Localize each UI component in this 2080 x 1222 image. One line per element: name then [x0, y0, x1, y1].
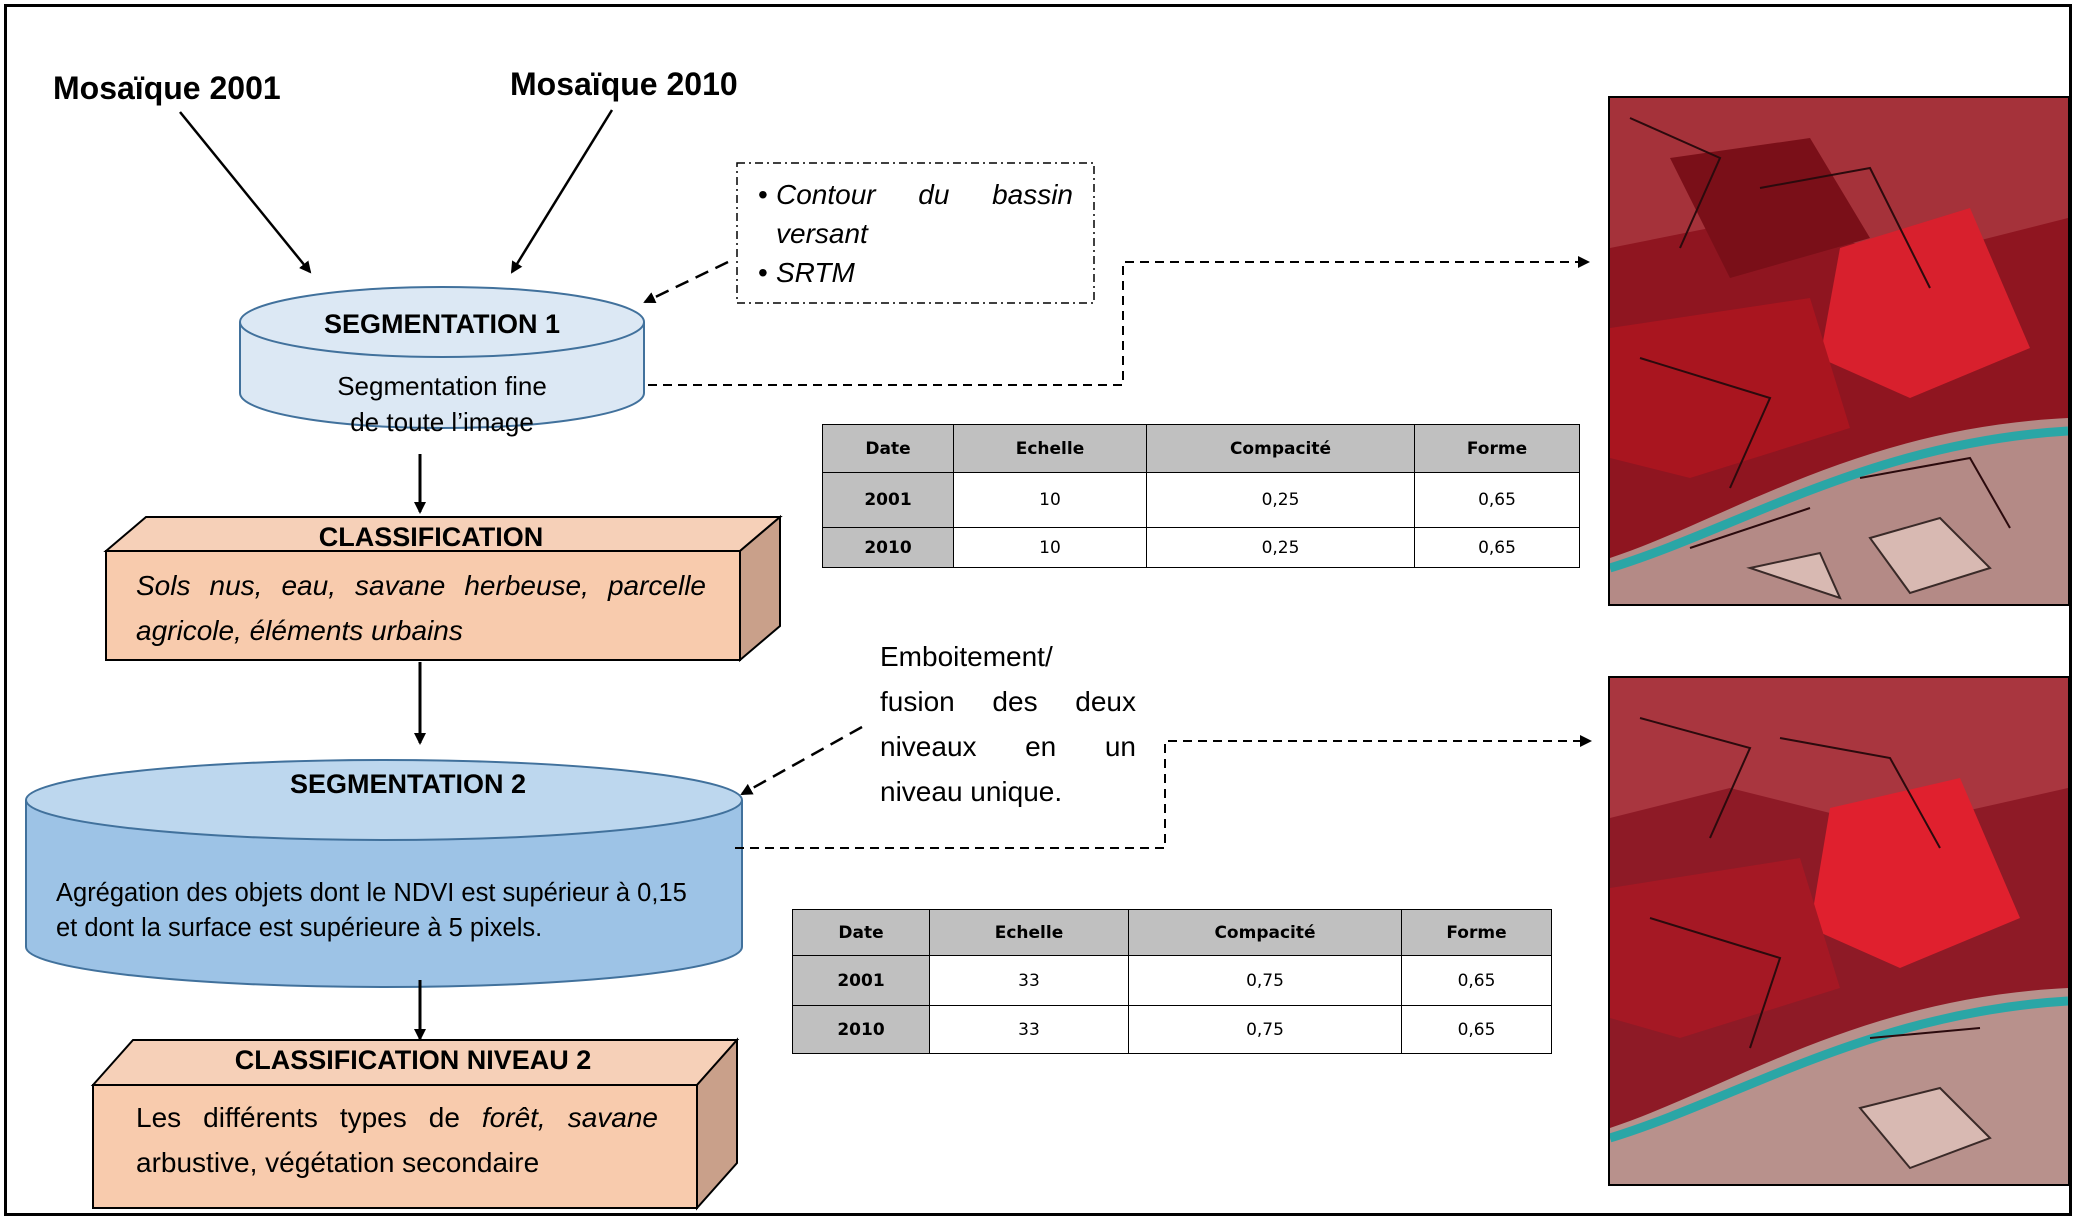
classification1-body: Sols nus, eau, savane herbeuse, parcelle…	[136, 563, 706, 653]
table2-cell: 33	[929, 1005, 1129, 1054]
arrow-mosaic2001	[179, 111, 312, 274]
fusion-note-line: Emboitement/	[880, 641, 1053, 672]
parameters-table-2: Date Echelle Compacité Forme 2001 33 0,7…	[792, 909, 1552, 1054]
table1-cell: 0,65	[1414, 472, 1580, 528]
segmentation2-line1: Agrégation des objets dont le NDVI est s…	[56, 879, 687, 907]
ancillary-item: •SRTM	[758, 253, 1073, 292]
table2-cell: 0,65	[1401, 1005, 1552, 1054]
fusion-note-line: niveau unique.	[880, 776, 1063, 807]
class1-box-front	[105, 550, 741, 661]
arrow-fusion-note	[740, 725, 863, 796]
classification1-line2: agricole, éléments urbains	[136, 615, 463, 646]
link-seg1-image1	[648, 256, 1590, 386]
table2-header-scale: Echelle	[929, 909, 1129, 956]
classification2-italic2: arbustive, végétation secondaire	[136, 1147, 540, 1178]
table2-cell: 2010	[792, 1005, 930, 1054]
classification2-italic1: forêt, savane	[481, 1102, 659, 1133]
segmentation2-title: SEGMENTATION 2	[290, 769, 527, 799]
segmentation1-title: SEGMENTATION 1	[323, 309, 560, 339]
ancillary-box	[736, 162, 1095, 304]
table2-cell: 33	[929, 955, 1129, 1006]
mosaic-2010-label: Mosaïque 2010	[510, 66, 738, 102]
classification2-body: Les différents types de forêt, savane ar…	[136, 1095, 658, 1185]
segmentation2-result-image	[1608, 676, 2070, 1186]
table1-cell: 2010	[822, 527, 954, 568]
arrow-ancillary	[643, 260, 729, 304]
segmentation2-drum-top	[25, 759, 743, 841]
table-row: 2010 33 0,75 0,65	[792, 1005, 1552, 1054]
table1-cell: 0,25	[1146, 472, 1415, 528]
segmentation1-line1: Segmentation fine	[337, 371, 547, 401]
table1-cell: 0,25	[1146, 527, 1415, 568]
table2-cell: 2001	[792, 955, 930, 1006]
table1-cell: 10	[953, 527, 1147, 568]
table2-header-date: Date	[792, 909, 930, 956]
table1-header-scale: Echelle	[953, 424, 1147, 473]
arrow-mosaic2010	[510, 109, 614, 274]
table1-cell: 10	[953, 472, 1147, 528]
class2-box-front	[92, 1084, 698, 1209]
link-seg2-image2	[735, 735, 1592, 849]
table2-cell: 0,65	[1401, 955, 1552, 1006]
table-row: 2010 10 0,25 0,65	[822, 527, 1580, 568]
classification2-prefix: Les différents types de	[136, 1102, 482, 1133]
classification1-title: CLASSIFICATION	[318, 522, 544, 552]
segmentation2-line2: et dont la surface est supérieure à 5 pi…	[56, 914, 543, 942]
table-row: 2001 33 0,75 0,65	[792, 955, 1552, 1006]
table-row: 2001 10 0,25 0,65	[822, 472, 1580, 528]
table2-header-shape: Forme	[1401, 909, 1552, 956]
segmentation1-image-graphic	[1610, 98, 2068, 604]
classification1-line1: Sols nus, eau, savane herbeuse, parcelle	[136, 570, 706, 601]
table2-header-compactness: Compacité	[1128, 909, 1402, 956]
segmentation1-drum-top	[239, 286, 645, 358]
table1-cell: 2001	[822, 472, 954, 528]
table1-cell: 0,65	[1414, 527, 1580, 568]
table1-header-shape: Forme	[1414, 424, 1580, 473]
table1-header-date: Date	[822, 424, 954, 473]
segmentation2-drum-body	[25, 800, 743, 988]
segmentation1-result-image	[1608, 96, 2070, 606]
table2-cell: 0,75	[1128, 955, 1402, 1006]
ancillary-srtm: SRTM	[776, 257, 855, 288]
segmentation1-line2: de toute l’image	[350, 407, 534, 437]
table1-header-compactness: Compacité	[1146, 424, 1415, 473]
table2-cell: 0,75	[1128, 1005, 1402, 1054]
classification2-title: CLASSIFICATION NIVEAU 2	[234, 1045, 592, 1075]
parameters-table-1: Date Echelle Compacité Forme 2001 10 0,2…	[822, 424, 1580, 568]
diagram-frame	[4, 4, 2072, 1216]
mosaic-2001-label: Mosaïque 2001	[53, 70, 281, 106]
segmentation2-image-graphic	[1610, 678, 2068, 1184]
